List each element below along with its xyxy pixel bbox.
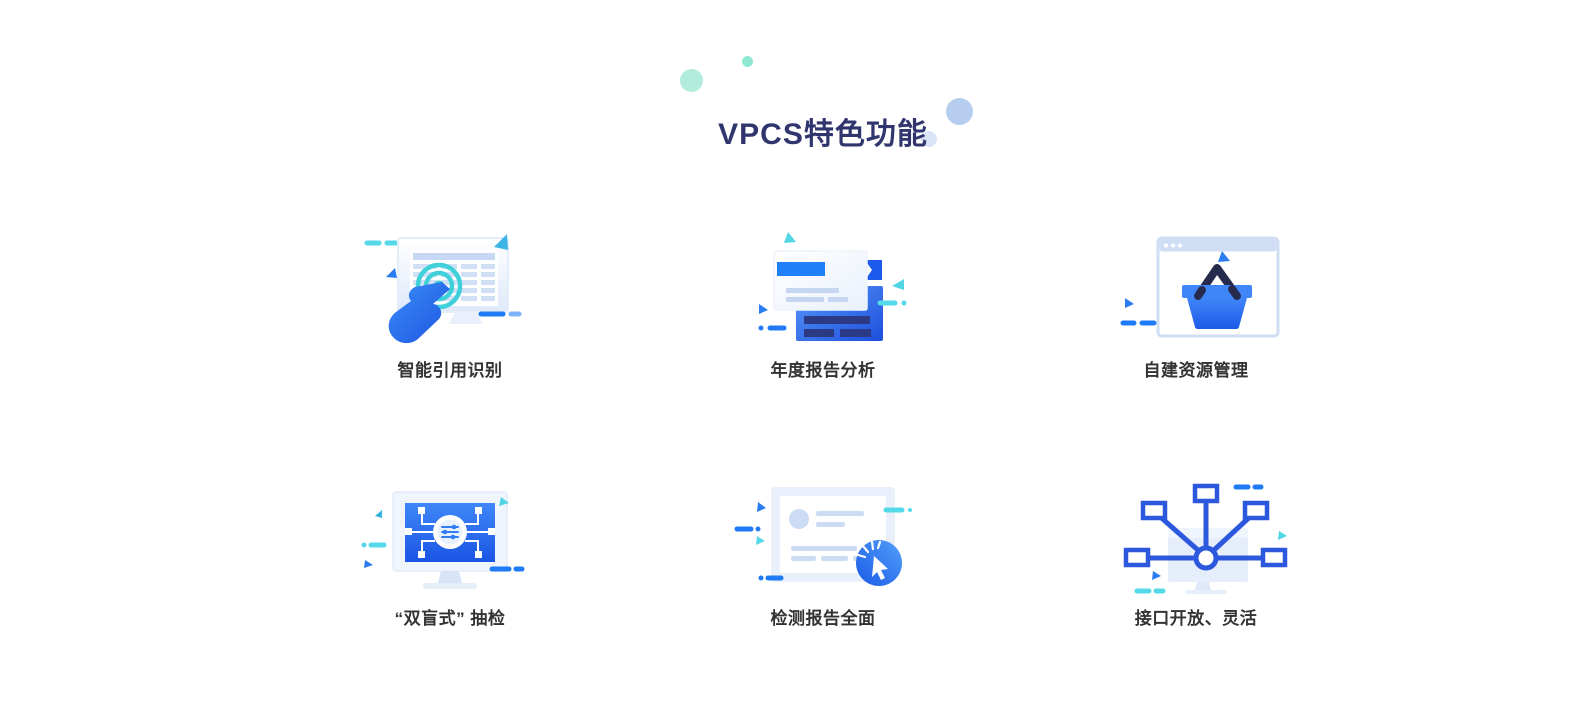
report-click-icon: [734, 487, 912, 586]
decor-mint-circle-large: [680, 69, 703, 92]
smart-citation-icon: [364, 234, 522, 344]
feature-full-report: 检测报告全面: [673, 472, 973, 628]
feature-label: 检测报告全面: [770, 609, 876, 628]
annual-report-icon: [758, 232, 907, 341]
feature-smart-citation: 智能引用识别: [300, 224, 600, 380]
feature-label: 自建资源管理: [1143, 361, 1249, 380]
feature-label: 接口开放、灵活: [1134, 609, 1258, 628]
section-title: VPCS特色功能: [718, 117, 928, 151]
decor-mint-circle-small: [742, 56, 753, 67]
feature-resource-management: 自建资源管理: [1046, 224, 1346, 380]
feature-double-blind-check: “双盲式” 抽检: [300, 472, 600, 628]
decor-blue-circle-large: [946, 98, 973, 125]
decor-blue-circle-small: [921, 131, 937, 147]
feature-label: 智能引用识别: [397, 361, 503, 380]
open-api-network-icon: [1123, 483, 1288, 594]
feature-open-api: 接口开放、灵活: [1046, 472, 1346, 628]
feature-label: 年度报告分析: [770, 361, 876, 380]
feature-annual-report: 年度报告分析: [673, 224, 973, 380]
resource-basket-icon: [1120, 236, 1280, 338]
double-blind-monitor-icon: [361, 491, 525, 589]
feature-label: “双盲式” 抽检: [394, 609, 506, 628]
